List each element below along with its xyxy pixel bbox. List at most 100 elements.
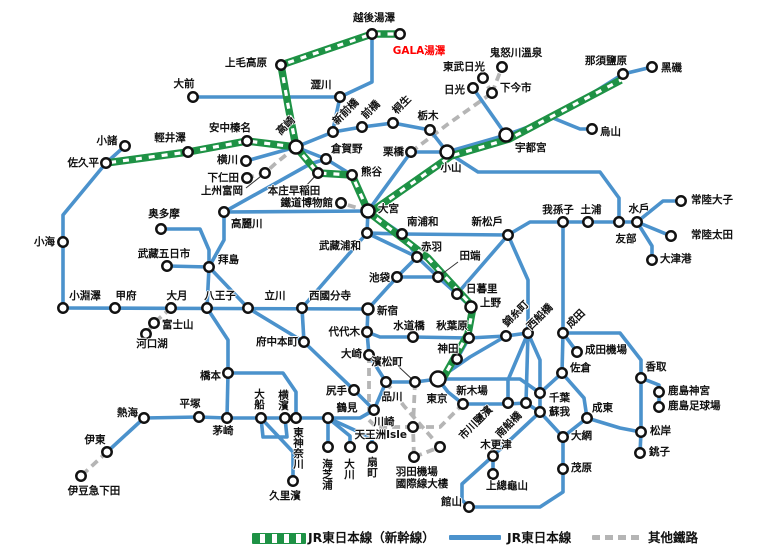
station-marker xyxy=(586,123,598,135)
station-marker xyxy=(522,327,534,339)
jr-line xyxy=(446,133,507,154)
station-marker xyxy=(161,260,173,272)
station-marker xyxy=(327,126,339,138)
station-marker xyxy=(557,216,569,228)
jr-line xyxy=(105,416,146,454)
station-marker xyxy=(387,117,399,129)
legend-other-line-sample xyxy=(592,535,644,540)
station-marker xyxy=(361,227,373,239)
jr-line xyxy=(259,416,295,481)
station-marker xyxy=(675,195,687,207)
jr-line xyxy=(259,417,289,439)
station-marker xyxy=(496,61,508,73)
station-marker xyxy=(646,254,658,266)
station-marker xyxy=(287,475,299,487)
station-marker xyxy=(100,157,112,169)
station-marker xyxy=(635,372,647,384)
station-marker xyxy=(148,317,160,329)
station-marker xyxy=(432,271,444,283)
station-marker xyxy=(405,146,417,158)
jr-line xyxy=(506,234,530,333)
station-marker xyxy=(502,397,514,409)
station-marker xyxy=(279,412,291,424)
station-marker xyxy=(361,326,373,338)
station-marker xyxy=(187,91,199,103)
station-marker xyxy=(520,397,532,409)
jr-line xyxy=(366,231,418,259)
station-marker xyxy=(242,302,254,314)
station-marker xyxy=(634,447,646,459)
station-marker xyxy=(312,167,324,179)
jr-line xyxy=(560,371,589,419)
jr-line xyxy=(247,306,376,412)
jr-line xyxy=(207,265,250,310)
station-marker xyxy=(334,91,346,103)
station-marker xyxy=(221,412,233,424)
station-marker xyxy=(463,332,475,344)
other-railway-line xyxy=(413,402,465,429)
station-marker xyxy=(451,353,463,365)
station-marker xyxy=(477,72,489,84)
jr-line xyxy=(471,86,508,137)
station-marker xyxy=(360,203,376,219)
station-marker xyxy=(222,367,234,379)
jr-line xyxy=(635,199,681,224)
station-marker xyxy=(653,401,665,413)
jr-line xyxy=(636,220,672,238)
station-marker xyxy=(101,446,113,458)
station-marker xyxy=(557,327,569,339)
station-marker xyxy=(344,441,356,453)
station-marker xyxy=(498,127,514,143)
station-marker xyxy=(581,412,593,424)
station-marker xyxy=(138,412,150,424)
station-marker xyxy=(457,398,469,410)
station-marker xyxy=(451,288,463,300)
station-marker xyxy=(298,336,310,348)
other-railway-line xyxy=(367,355,413,429)
station-marker xyxy=(182,146,194,158)
station-marker xyxy=(556,367,568,379)
jr-line xyxy=(506,332,530,403)
jr-line xyxy=(469,469,565,509)
legend-shinkansen-label: JR東日本線（新幹線） xyxy=(308,530,435,545)
station-marker xyxy=(407,331,419,343)
station-marker xyxy=(361,302,375,316)
station-marker xyxy=(259,167,271,179)
station-marker xyxy=(119,140,131,152)
legend-shinkansen-line-sample xyxy=(252,533,306,544)
station-marker xyxy=(57,236,69,248)
jr-line xyxy=(563,331,643,378)
station-marker xyxy=(346,169,358,181)
shinkansen-line-chevrons xyxy=(294,145,370,212)
other-railway-line xyxy=(246,145,298,180)
jr-line xyxy=(455,220,637,296)
other-railway-line xyxy=(409,91,494,154)
station-marker xyxy=(363,349,375,361)
station-marker xyxy=(486,87,498,99)
station-marker xyxy=(613,216,625,228)
jr-line xyxy=(552,116,592,131)
station-marker xyxy=(464,300,478,314)
map-legend: JR東日本線（新幹線） JR東日本線 其他鐵路 xyxy=(0,524,768,554)
station-marker xyxy=(407,421,419,433)
station-marker xyxy=(391,271,403,283)
station-marker xyxy=(502,229,514,241)
station-marker xyxy=(255,412,267,424)
station-marker xyxy=(241,172,253,184)
station-marker xyxy=(617,68,629,80)
jr-line xyxy=(526,332,542,393)
station-marker xyxy=(429,370,447,388)
station-marker xyxy=(57,302,69,314)
jr-line xyxy=(300,231,369,310)
station-marker xyxy=(463,501,475,513)
jr-line xyxy=(62,306,369,311)
station-marker xyxy=(646,61,658,73)
legend-jr-label: JR東日本線 xyxy=(507,530,572,545)
station-marker xyxy=(635,426,647,438)
station-marker xyxy=(218,206,230,218)
shinkansen-line-chevrons xyxy=(105,139,297,165)
legend-jr-line-sample xyxy=(449,535,501,540)
jr-line xyxy=(339,34,374,99)
station-marker xyxy=(534,387,546,399)
